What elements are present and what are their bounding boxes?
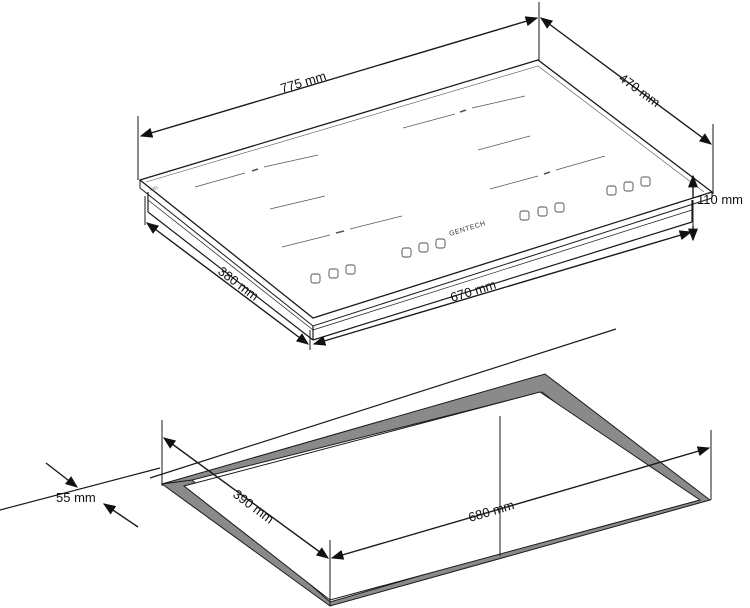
- power-level-button-icon: [623, 181, 634, 192]
- brand-logo-text: GENTECH: [449, 220, 487, 238]
- dim-line-670: [312, 230, 693, 346]
- boost-button-icon: [554, 202, 565, 213]
- cooktop-dimension-lines: [137, 2, 714, 350]
- timer-button-icon: [640, 176, 651, 187]
- power-level-button-icon: [418, 242, 429, 253]
- control-buttons-front-right: [519, 202, 565, 221]
- cutout-dimension-lines: [45, 420, 712, 606]
- dim-label-55: 55 mm: [56, 490, 96, 505]
- dim-line-775: [139, 16, 539, 138]
- boost-button-icon: [401, 247, 412, 258]
- corner-mark-text: 0001: [149, 184, 160, 192]
- power-level-button-icon: [537, 206, 548, 217]
- cooking-zone-markings: [194, 95, 606, 248]
- dim-line-380: [145, 222, 310, 345]
- dim-line-680: [330, 446, 711, 560]
- dim-label-670: 670 mm: [448, 277, 497, 305]
- cooktop-body: [147, 192, 693, 341]
- cooktop: [138, 59, 714, 341]
- dim-line-390: [162, 437, 330, 559]
- dim-label-380: 380 mm: [215, 263, 262, 303]
- dim-label-470: 470 mm: [616, 70, 663, 110]
- boost-button-icon: [606, 185, 617, 196]
- timer-button-icon: [435, 238, 446, 249]
- timer-button-icon: [310, 273, 321, 284]
- boost-button-icon: [345, 264, 356, 275]
- power-level-button-icon: [328, 268, 339, 279]
- timer-button-icon: [519, 210, 530, 221]
- dim-arrow-55-top: [45, 462, 78, 488]
- cooktop-glass-edge: [139, 180, 713, 327]
- dim-line-470: [539, 17, 713, 145]
- dim-arrow-55-bottom: [102, 503, 139, 528]
- dim-label-775: 775 mm: [279, 68, 328, 96]
- control-buttons-front-left: [310, 264, 356, 284]
- control-buttons-front-center: [401, 238, 446, 258]
- countertop-cutout: [0, 328, 712, 607]
- cutout-opening: [182, 391, 702, 601]
- control-buttons-rear-right: [606, 176, 651, 196]
- dim-label-110: 110 mm: [697, 192, 743, 207]
